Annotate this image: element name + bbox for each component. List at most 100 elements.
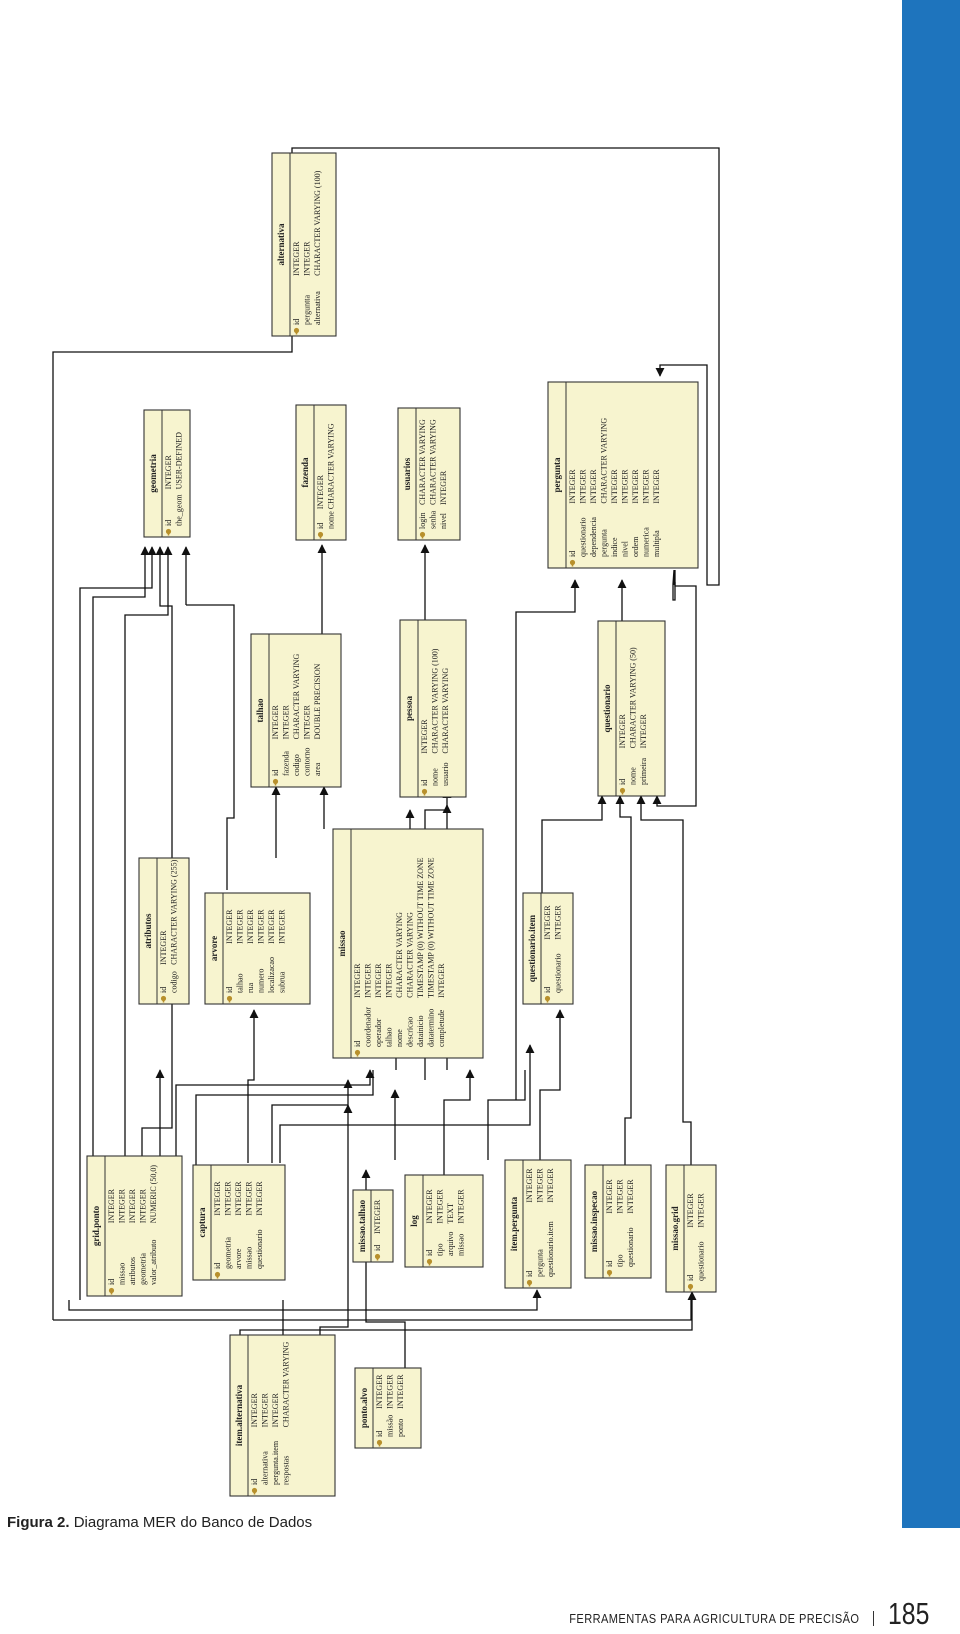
column-name: talhao	[236, 973, 245, 993]
column-name: id	[425, 1250, 434, 1256]
relationship-line	[141, 546, 173, 1165]
column-type: INTEGER	[107, 1188, 116, 1223]
relationship-line	[52, 147, 720, 1320]
table-arvore: arvoreidINTEGERtalhaoINTEGERruaINTEGERnu…	[204, 892, 311, 1005]
relationship-line	[541, 795, 607, 893]
column-name: id	[107, 1279, 116, 1285]
column-name: area	[313, 762, 322, 776]
caption-label: Figura 2.	[7, 1514, 70, 1531]
relationship-line	[487, 1070, 526, 1160]
column-name: nome	[629, 767, 638, 785]
column-name: missao	[118, 1263, 127, 1285]
column-type: CHARACTER VARYING	[418, 419, 427, 505]
column-type: CHARACTER VARYING (50)	[629, 647, 638, 748]
column-name: id	[225, 987, 234, 993]
column-type: INTEGER	[697, 1193, 706, 1228]
relationship-line	[195, 1070, 374, 1165]
column-type: INTEGER	[652, 469, 661, 504]
relationship-line	[68, 1300, 288, 1411]
table-box	[86, 1155, 183, 1297]
column-type: INTEGER	[610, 469, 619, 504]
table-box	[597, 620, 666, 797]
relationship-line	[53, 1300, 692, 1321]
table-box	[192, 1164, 286, 1281]
table-name: ponto.alvo	[359, 1387, 369, 1428]
column-name: id	[271, 770, 280, 776]
table-questionario-item: questionario.itemidINTEGERquestionarioIN…	[522, 892, 574, 1005]
column-name: geometria	[224, 1237, 233, 1269]
column-type: INTEGER	[128, 1188, 137, 1223]
column-type: INTEGER	[374, 963, 383, 998]
column-name: id	[543, 987, 552, 993]
primary-key-icon	[272, 778, 279, 786]
primary-key-icon	[544, 995, 551, 1003]
column-type: INTEGER	[457, 1189, 466, 1224]
column-name: valor_atributo	[149, 1240, 158, 1285]
table-name: missao.grid	[670, 1206, 680, 1250]
column-name: rua	[246, 982, 255, 993]
column-type: INTEGER	[353, 963, 362, 998]
column-name: login	[418, 513, 427, 529]
table-box	[547, 381, 699, 569]
column-name: ponto	[396, 1419, 405, 1437]
column-name: ordem	[631, 536, 640, 557]
primary-key-icon	[317, 531, 324, 539]
column-type: INTEGER	[425, 1189, 434, 1224]
page-number: 185	[888, 1596, 930, 1631]
column-type: INTEGER	[436, 1189, 445, 1224]
column-name: operador	[374, 1018, 383, 1047]
column-name: subrua	[278, 971, 287, 993]
column-type: INTEGER	[292, 241, 301, 276]
column-type: INTEGER	[621, 469, 630, 504]
column-name: indice	[610, 537, 619, 557]
table-log: logidINTEGERtipoINTEGERarquivoTEXTmissao…	[404, 1174, 484, 1268]
table-name: fazenda	[300, 457, 310, 487]
column-name: respostas	[282, 1456, 291, 1485]
relationship-line	[92, 546, 150, 1160]
column-type: CHARACTER VARYING (100)	[431, 648, 440, 753]
column-type: INTEGER	[439, 470, 448, 505]
column-name: pergunta.item	[271, 1440, 280, 1485]
table-alternativa: alternativaidINTEGERpergunttaINTEGERalte…	[271, 152, 337, 337]
column-type: INTEGER	[579, 469, 588, 504]
relationship-line	[283, 1289, 542, 1311]
table-name: item.alternativa	[234, 1384, 244, 1446]
column-type: INTEGER	[159, 930, 168, 965]
column-type: INTEGER	[278, 909, 287, 944]
primary-key-icon	[374, 1253, 381, 1261]
column-type: INTEGER	[631, 469, 640, 504]
column-type: INTEGER	[618, 714, 627, 749]
column-type: CHARACTER VARYING	[282, 1341, 291, 1427]
column-name: the_geom	[175, 494, 184, 526]
table-box	[138, 857, 190, 1005]
column-type: INTEGER	[373, 1199, 382, 1234]
column-type: INTEGER	[589, 469, 598, 504]
table-name: arvore	[209, 936, 219, 961]
column-name: id	[250, 1479, 259, 1485]
column-type: INTEGER	[303, 705, 312, 740]
column-type: INTEGER	[386, 1374, 395, 1409]
column-type: TEXT	[446, 1203, 455, 1224]
column-name: atributos	[128, 1257, 137, 1285]
column-type: INTEGER	[616, 1179, 625, 1214]
primary-key-icon	[419, 531, 426, 539]
column-type: INTEGER	[396, 1374, 405, 1409]
column-type: INTEGER	[236, 909, 245, 944]
column-type: INTEGER	[224, 1181, 233, 1216]
column-name: senha	[429, 510, 438, 529]
primary-key-icon	[214, 1271, 221, 1279]
table-name: talhao	[255, 698, 265, 723]
table-name: item.pergunta	[509, 1196, 519, 1251]
column-name: nome	[431, 768, 440, 786]
column-name: numerica	[642, 527, 651, 557]
page-footer: FERRAMENTAS PARA AGRICULTURA DE PRECISÃO…	[518, 1593, 940, 1629]
column-name: questionario	[697, 1241, 706, 1281]
column-name: questionario	[626, 1227, 635, 1267]
column-name: completude	[437, 1009, 446, 1047]
primary-key-icon	[293, 327, 300, 335]
column-name: id	[375, 1431, 384, 1437]
column-type: INTEGER	[605, 1179, 614, 1214]
column-name: id	[568, 551, 577, 557]
column-name: id	[686, 1275, 695, 1281]
